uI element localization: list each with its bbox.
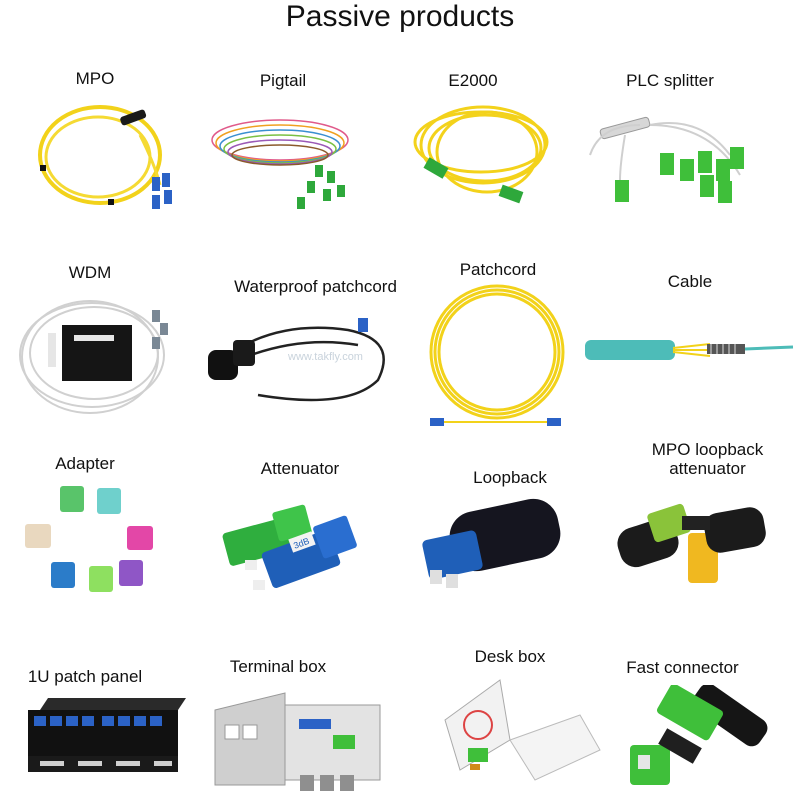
wdm-module-image	[12, 285, 182, 425]
desk-box-image	[440, 670, 605, 785]
label-e2000: E2000	[448, 71, 498, 90]
label-attenuator: Attenuator	[260, 459, 340, 478]
attenuators-image: 3dB	[205, 490, 390, 610]
label-adapter: Adapter	[55, 454, 115, 473]
pigtail-bundle-image	[205, 105, 365, 230]
loopback-image	[410, 490, 570, 600]
label-loopback: Loopback	[473, 468, 547, 487]
adapters-image	[15, 478, 170, 608]
waterproof-patchcord-image: www.takfly.com	[198, 300, 398, 415]
label-fast-connector: Fast connector	[626, 658, 739, 677]
patch-panel-image	[18, 690, 188, 780]
watermark-text: www.takfly.com	[287, 351, 363, 363]
label-plc-splitter: PLC splitter	[626, 71, 714, 90]
label-pigtail: Pigtail	[259, 71, 307, 90]
label-1u-patch-panel: 1U patch panel	[27, 667, 143, 686]
patchcord-coil-image	[415, 280, 580, 440]
label-terminal-box: Terminal box	[229, 657, 327, 676]
terminal-box-image	[205, 675, 390, 795]
label-cable: Cable	[667, 272, 713, 291]
label-desk-box: Desk box	[474, 647, 546, 666]
label-waterproof-patchcord: Waterproof patchcord	[234, 277, 397, 296]
mpo-loopback-attenuator-image	[610, 488, 785, 603]
fiber-cable-image	[585, 320, 795, 380]
label-wdm: WDM	[68, 263, 112, 282]
label-mpo-loopback-attenuator: MPO loopback attenuator	[651, 440, 764, 478]
plc-splitter-image	[580, 95, 775, 225]
label-patchcord: Patchcord	[459, 260, 537, 279]
label-mpo: MPO	[75, 69, 115, 88]
page-title: Passive products	[285, 0, 515, 33]
fast-connector-image	[620, 685, 780, 795]
mpo-cable-image	[20, 95, 190, 225]
e2000-patchcord-image	[405, 100, 555, 215]
